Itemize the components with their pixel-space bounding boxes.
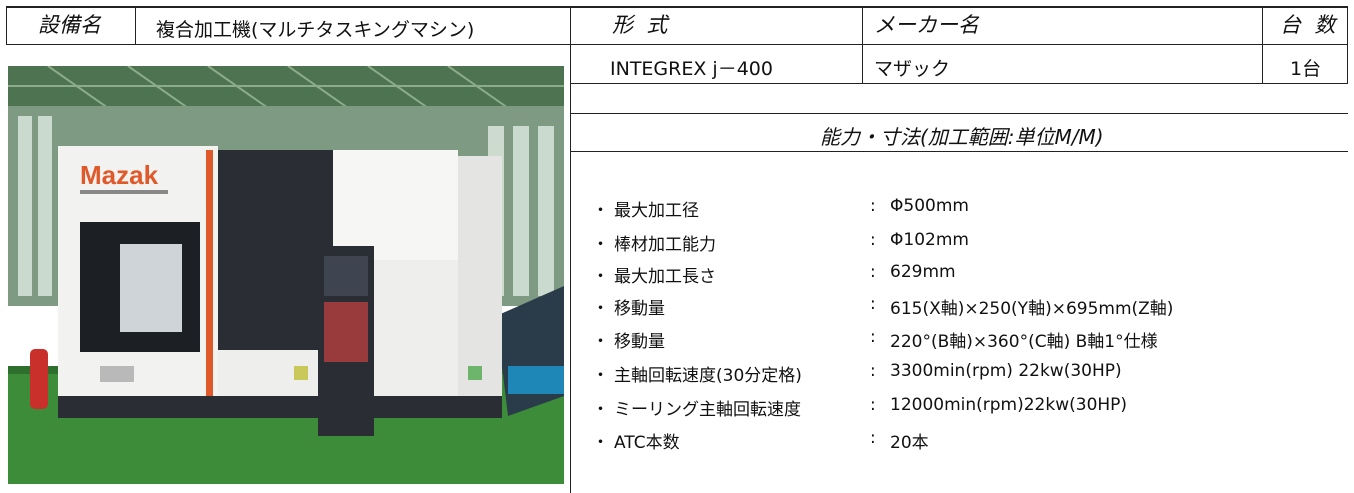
- left-border: [6, 6, 7, 45]
- section-title: 能力・寸法(加工範囲:単位M/M): [820, 125, 1104, 149]
- bullet: ・: [592, 433, 609, 453]
- spec-label: 棒材加工能力: [614, 235, 716, 255]
- model-row-bottom-border: [570, 83, 1348, 84]
- spec-value: Φ500mm: [890, 196, 969, 216]
- spec-value: 3300min(rpm) 22kw(30HP): [890, 361, 1122, 381]
- spec-colon: :: [870, 327, 876, 347]
- spec-label: 最大加工長さ: [614, 267, 716, 287]
- spec-row: ・ ミーリング主軸回転速度 : 12000min(rpm)22kw(30HP): [592, 395, 1354, 425]
- count-value: 1台: [1290, 58, 1322, 80]
- spec-label: 移動量: [614, 299, 665, 319]
- model-value: INTEGREX j－400: [610, 58, 773, 80]
- bullet: ・: [592, 299, 609, 319]
- model-maker-divider: [862, 6, 863, 84]
- spec-colon: :: [870, 262, 876, 282]
- top-border: [6, 6, 1348, 8]
- label-divider: [135, 6, 136, 45]
- bullet: ・: [592, 201, 609, 221]
- spec-row: ・ 最大加工径 : Φ500mm: [592, 196, 1354, 226]
- section-top-border: [570, 113, 1348, 114]
- spec-colon: :: [870, 428, 876, 448]
- spec-row: ・ 主軸回転速度(30分定格) : 3300min(rpm) 22kw(30HP…: [592, 361, 1354, 391]
- spec-row: ・ 移動量 : 615(X軸)×250(Y軸)×695mm(Z軸): [592, 294, 1354, 324]
- maker-count-divider: [1262, 6, 1263, 84]
- spec-label: ミーリング主軸回転速度: [614, 400, 801, 420]
- bullet: ・: [592, 235, 609, 255]
- machine-photo: Mazak: [8, 66, 564, 484]
- spec-value: 629mm: [890, 262, 956, 282]
- bullet: ・: [592, 400, 609, 420]
- maker-value: マザック: [874, 58, 951, 80]
- spec-label: 最大加工径: [614, 201, 699, 221]
- spec-colon: :: [870, 361, 876, 381]
- mazak-logo: Mazak: [80, 160, 159, 190]
- header-bottom-border: [6, 44, 1348, 45]
- spec-label: 移動量: [614, 332, 665, 352]
- spec-value: 220°(B軸)×360°(C軸) B軸1°仕様: [890, 332, 1158, 352]
- spec-row: ・ 棒材加工能力 : Φ102mm: [592, 230, 1354, 260]
- spec-row: ・ ATC本数 : 20本: [592, 428, 1354, 458]
- model-label: 形 式: [612, 13, 668, 37]
- spec-value: Φ102mm: [890, 230, 969, 250]
- equipment-name-label: 設備名: [38, 13, 101, 37]
- spec-row: ・ 最大加工長さ : 629mm: [592, 262, 1354, 292]
- bullet: ・: [592, 332, 609, 352]
- spec-colon: :: [870, 230, 876, 250]
- right-border: [1347, 6, 1348, 84]
- equipment-name: 複合加工機(マルチタスキングマシン): [156, 19, 475, 41]
- spec-label: ATC本数: [614, 433, 680, 453]
- spec-list: ・ 最大加工径 : Φ500mm ・ 棒材加工能力 : Φ102mm ・ 最大加…: [592, 196, 1352, 486]
- spec-row: ・ 移動量 : 220°(B軸)×360°(C軸) B軸1°仕様: [592, 327, 1354, 357]
- spec-label: 主軸回転速度(30分定格): [614, 366, 802, 386]
- bullet: ・: [592, 267, 609, 287]
- spec-colon: :: [870, 294, 876, 314]
- spec-value: 12000min(rpm)22kw(30HP): [890, 395, 1128, 415]
- spec-colon: :: [870, 196, 876, 216]
- photo-spec-divider: [570, 6, 571, 493]
- spec-value: 20本: [890, 433, 929, 453]
- count-label: 台 数: [1280, 13, 1336, 37]
- spec-colon: :: [870, 395, 876, 415]
- maker-label: メーカー名: [874, 13, 979, 37]
- bullet: ・: [592, 366, 609, 386]
- section-bottom-border: [570, 151, 1348, 152]
- spec-value: 615(X軸)×250(Y軸)×695mm(Z軸): [890, 299, 1174, 319]
